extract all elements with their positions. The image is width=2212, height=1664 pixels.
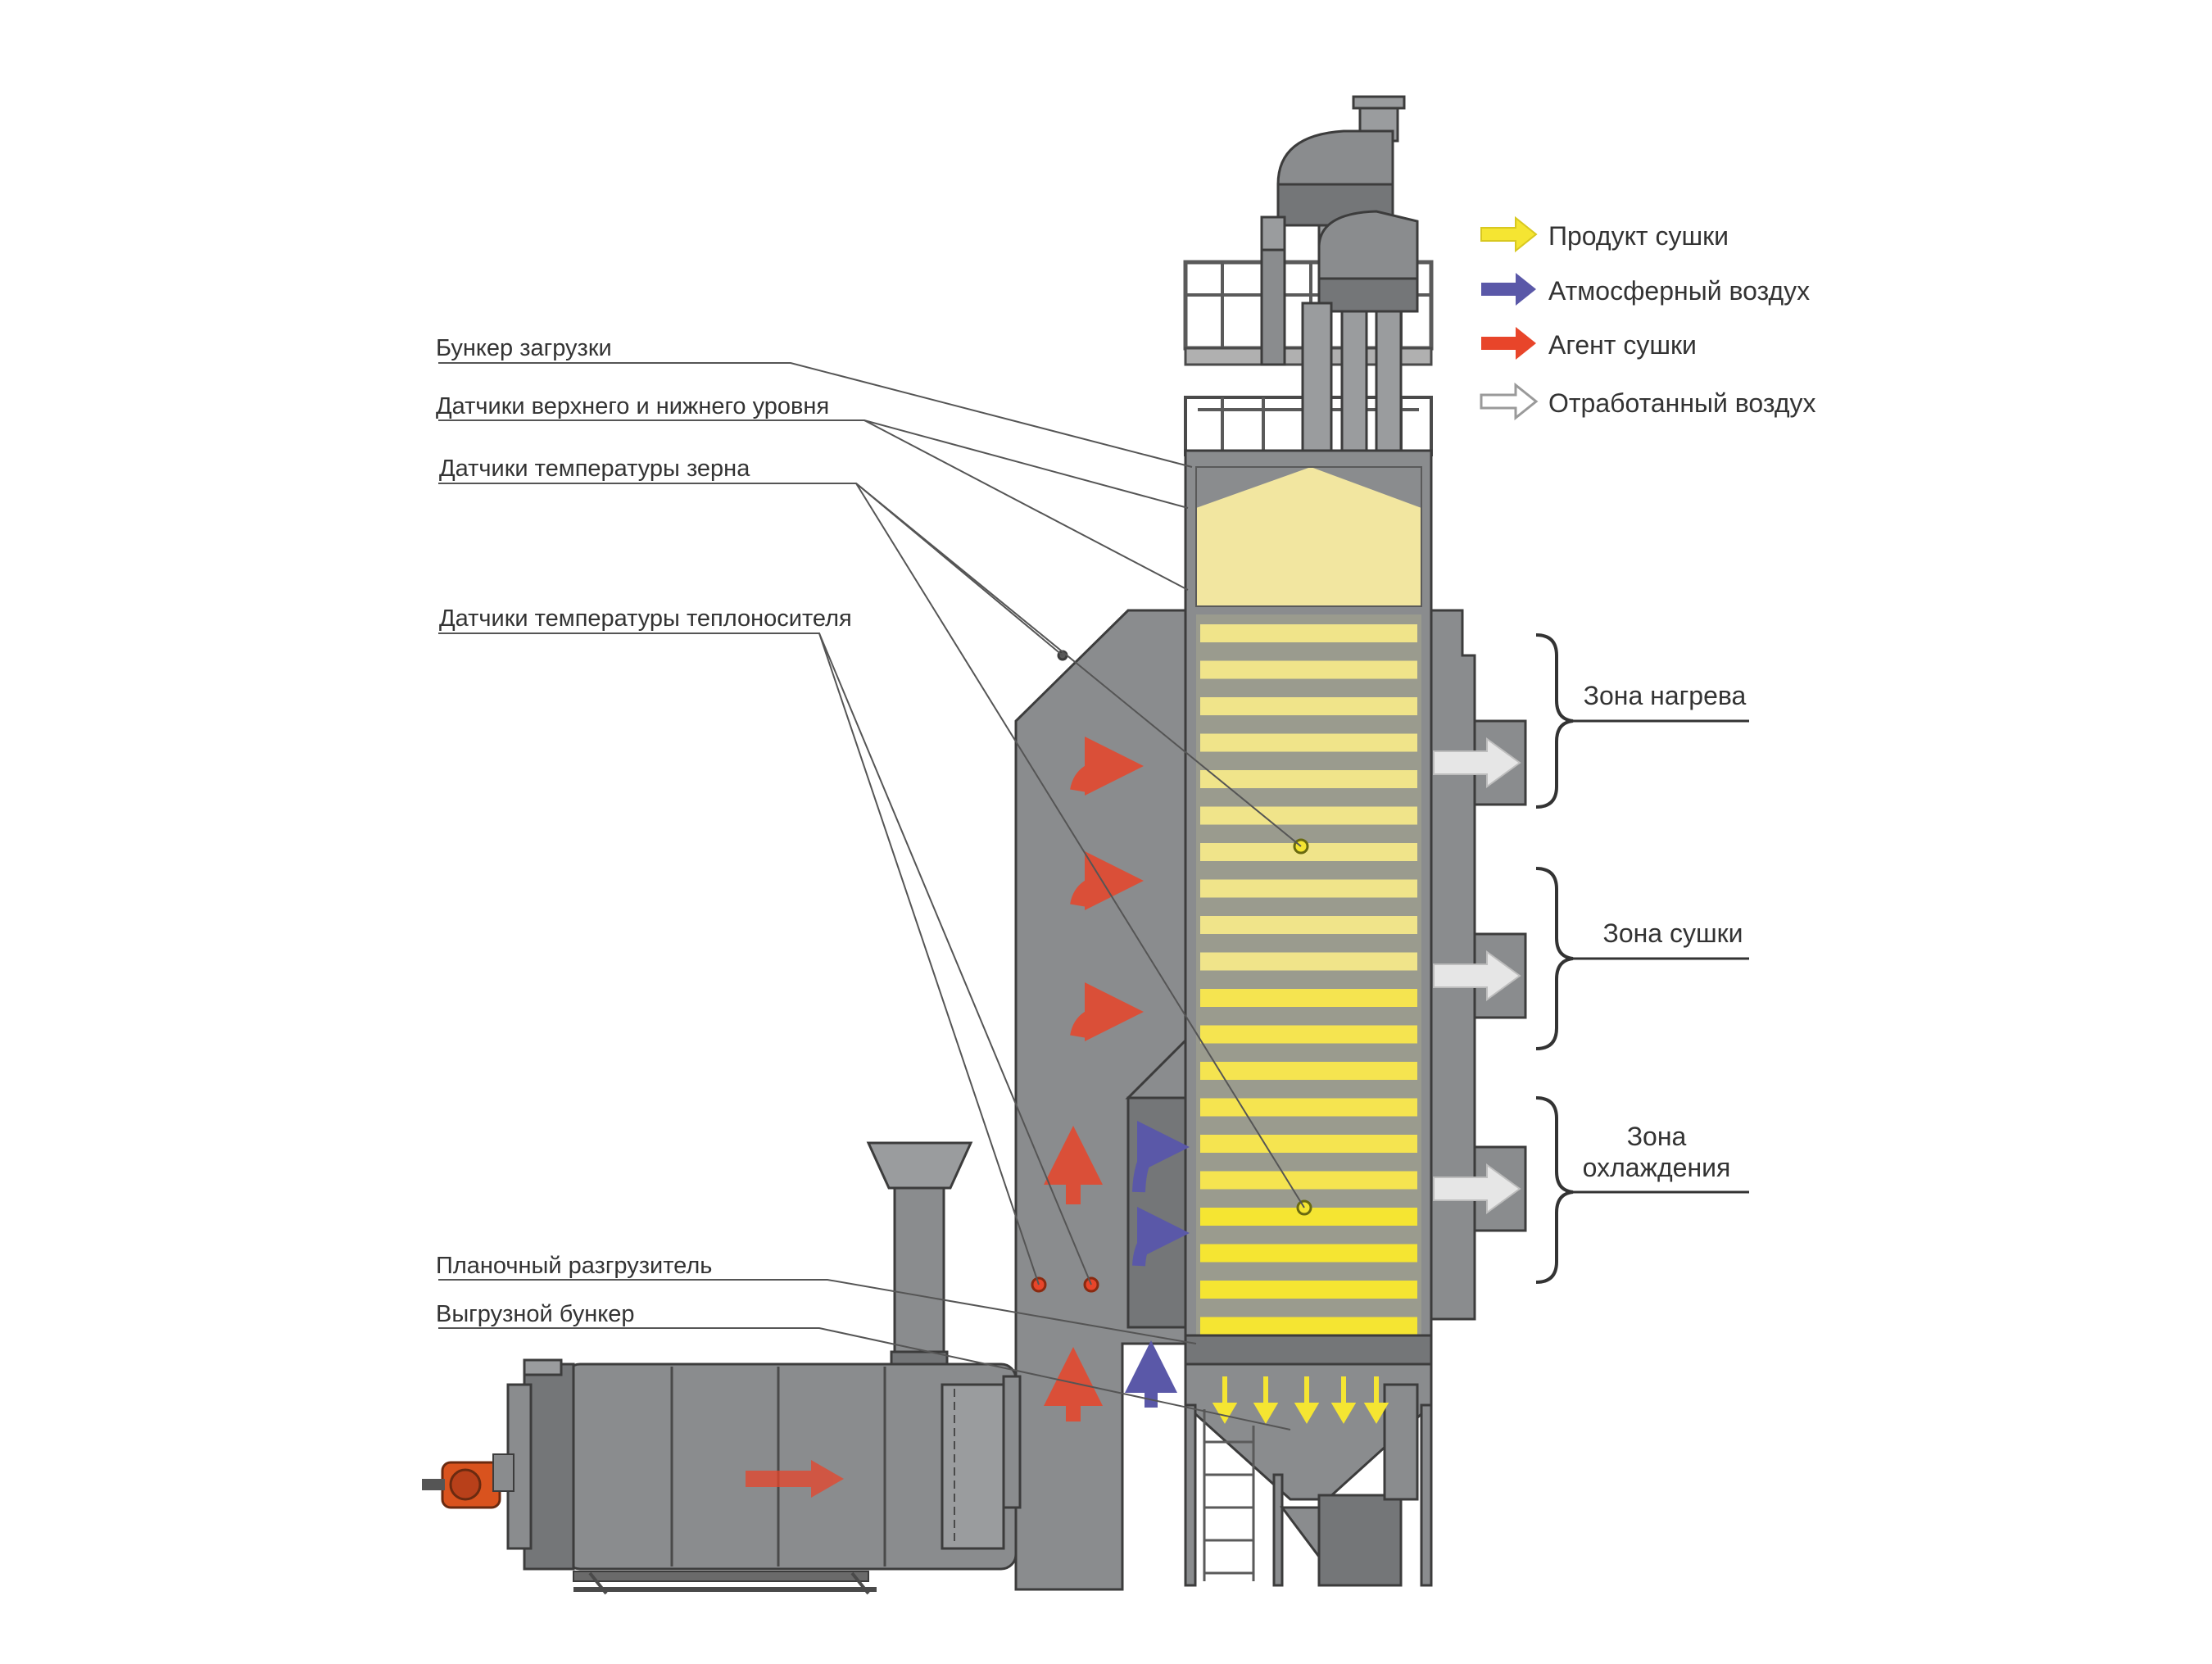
legend-item-product: Продукт сушки <box>1480 215 1729 253</box>
grain-stripe <box>1200 770 1417 788</box>
drying-tower <box>1014 95 1527 1591</box>
legend-label: Отработанный воздух <box>1548 388 1815 418</box>
grain-stripe <box>1200 806 1417 825</box>
white-arrow-icon <box>1480 382 1539 421</box>
yellow-arrow-icon <box>1480 215 1538 253</box>
grain-stripe <box>1200 989 1417 1007</box>
zone-cooling-label-1: Зона <box>1627 1122 1687 1151</box>
grain-stripe <box>1200 697 1417 715</box>
legend-label: Продукт сушки <box>1548 221 1729 251</box>
legend-item-atmospheric: Атмосферный воздух <box>1481 273 1810 306</box>
blue-arrow-icon <box>1481 273 1536 306</box>
atmospheric-air-arrows <box>1125 1121 1190 1408</box>
zone-labels: Зона нагрева Зона сушки Зона охлаждения <box>1583 681 1747 1182</box>
exhaust-fan-icon <box>1260 95 1419 366</box>
label-coolant-temp-sensors: Датчики температуры теплоносителя <box>439 605 852 632</box>
grain-stripe <box>1200 1281 1417 1299</box>
grain-stripe <box>1200 879 1417 898</box>
product-discharge-arrows <box>1212 1376 1389 1424</box>
burner-icon <box>422 1453 514 1509</box>
zone-heating-label: Зона нагрева <box>1584 681 1747 710</box>
grain-stripe <box>1200 733 1417 752</box>
grain-stripe <box>1200 1317 1417 1335</box>
grain-stripe <box>1200 1025 1417 1044</box>
label-discharge-bunker: Выгрузной бункер <box>436 1301 635 1327</box>
exhaust-air-arrows <box>1433 737 1521 1214</box>
label-plank-unloader: Планочный разгрузитель <box>436 1253 712 1279</box>
grain-stripe <box>1200 1098 1417 1117</box>
zone-cooling-label-2: охлаждения <box>1583 1153 1731 1182</box>
zone-drying-label: Зона сушки <box>1602 918 1743 948</box>
legend-label: Атмосферный воздух <box>1548 276 1810 306</box>
legend-item-agent: Агент сушки <box>1481 327 1697 360</box>
zone-brackets <box>1535 633 1749 1284</box>
furnace <box>422 1141 1022 1595</box>
grain-columns <box>1196 614 1421 1335</box>
label-loading-bunker: Бункер загрузки <box>436 335 612 361</box>
legend: Продукт сушки Атмосферный воздух Агент с… <box>1480 215 1815 421</box>
label-grain-temp-sensors: Датчики температуры зерна <box>439 456 750 482</box>
furnace-hot-air-arrow <box>746 1460 844 1498</box>
grain-stripe <box>1200 952 1417 971</box>
red-arrow-icon <box>1481 327 1536 360</box>
grain-stripe <box>1200 660 1417 679</box>
grain-stripe <box>1200 1135 1417 1153</box>
grain-stripe <box>1200 916 1417 934</box>
ladder <box>1203 1409 1255 1581</box>
loading-bunker-grain <box>1196 467 1421 606</box>
legend-label: Агент сушки <box>1548 330 1697 360</box>
grain-column-background <box>1196 614 1421 1335</box>
label-level-sensors: Датчики верхнего и нижнего уровня <box>436 393 829 419</box>
grain-stripe <box>1200 1208 1417 1226</box>
leader-lines <box>438 362 1305 1430</box>
grain-stripe <box>1200 624 1417 642</box>
grain-stripe <box>1200 1171 1417 1190</box>
grain-stripe <box>1200 843 1417 861</box>
chimney <box>866 1141 973 1190</box>
grain-stripe <box>1200 1062 1417 1080</box>
component-labels: Бункер загрузки Датчики верхнего и нижне… <box>436 335 852 1327</box>
grain-stripe <box>1200 1244 1417 1263</box>
legend-item-exhaust: Отработанный воздух <box>1480 382 1815 421</box>
discharge-box <box>1317 1494 1403 1587</box>
drying-agent-arrows <box>1044 737 1144 1421</box>
